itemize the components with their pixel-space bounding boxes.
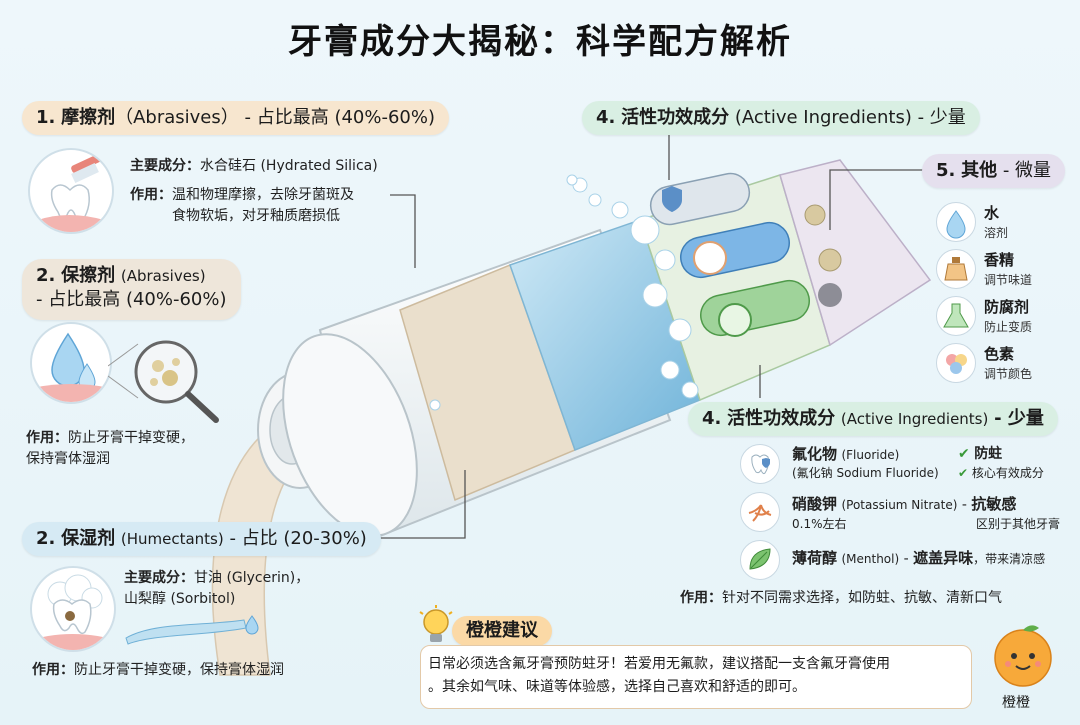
abrasives-label: 1. 摩擦剂（Abrasives） - 占比最高 (40%-60%): [22, 101, 449, 135]
others-item-name: 水: [984, 204, 1000, 222]
fragrance-bottle-icon: [936, 249, 976, 289]
advice-box: [420, 645, 972, 709]
check-icon: ✔: [958, 446, 970, 462]
humectants-main: 主要成分：甘油 (Glycerin)， 山梨醇 (Sorbitol): [124, 570, 310, 607]
nitrate-title: 硝酸钾 (Potassium Nitrate) - 抗敏感: [792, 495, 1017, 513]
abrasives-effect-label: 作用：: [130, 187, 172, 203]
check-core: ✔ 核心有效成分: [958, 466, 1044, 480]
nitrate-note: 区别于其他牙膏: [976, 517, 1061, 531]
check-icon: ✔: [958, 466, 969, 480]
nerve-icon: [740, 492, 780, 532]
foam-tooth-image: [30, 566, 116, 652]
orange-mascot-icon: [994, 625, 1052, 687]
flask-icon: [936, 296, 976, 336]
fluoride-tooth-icon: [740, 444, 780, 484]
gel-ribbon-icon: [125, 615, 259, 645]
moist-effect: 作用：防止牙膏干掉变硬， 保持膏体湿润: [26, 430, 194, 467]
advice-text: 日常必须选含氟牙膏预防蛀牙！若爱用无氟款，建议搭配一支含氟牙膏使用 。其余如气味…: [428, 656, 890, 695]
others-item-desc: 防止变质: [984, 320, 1033, 334]
menthol-title: 薄荷醇 (Menthol) - 遮盖异味，带来清凉感: [792, 549, 1046, 567]
active-detail-label: 4. 活性功效成分 (Active Ingredients) - 少量: [688, 402, 1058, 436]
abrasives-main: 主要成分：水合硅石 (Hydrated Silica): [130, 158, 378, 174]
capsule-nitrate: [680, 221, 790, 279]
magnifier-icon: [108, 340, 219, 423]
others-item-desc: 溶剂: [984, 226, 1009, 240]
capsule-menthol: [700, 279, 810, 337]
mascot-name: 橙橙: [1002, 695, 1030, 711]
nitrate-sub: 0.1%左右: [792, 517, 847, 531]
brushing-tooth-image: [28, 148, 114, 234]
moist-label: 2. 保擦剂 (Abrasives) - 占比最高 (40%-60%): [22, 259, 241, 320]
active-effect: 作用：针对不同需求选择，如防蛀、抗敏、清新口气: [680, 590, 1002, 606]
lightbulb-icon: [419, 605, 453, 642]
others-item-desc: 调节颜色: [984, 367, 1033, 381]
others-item-name: 香精: [984, 251, 1015, 269]
active-top-label: 4. 活性功效成分 (Active Ingredients) - 少量: [582, 101, 980, 135]
advice-title: 橙橙建议: [452, 616, 552, 646]
water-drop-image: [30, 322, 112, 404]
water-drop-icon: [936, 202, 976, 242]
others-item-desc: 调节味道: [984, 273, 1033, 287]
abrasives-effect: 温和物理摩擦，去除牙菌斑及 食物软垢，对牙釉质磨损低: [172, 187, 354, 224]
capsule-fluoride: [649, 172, 751, 226]
fluoride-title: 氟化物 (Fluoride): [792, 445, 900, 463]
humectants-effect: 作用：防止牙膏干掉变硬，保持膏体湿润: [32, 662, 284, 678]
humectants-label: 2. 保湿剂 (Humectants) - 占比 (20-30%): [22, 522, 381, 556]
check-prevent-caries: ✔ 防蛀: [958, 446, 1003, 462]
toothpaste-tube-illustration: [211, 159, 932, 676]
color-dots-icon: [936, 343, 976, 383]
page-title: 牙膏成分大揭秘：科学配方解析: [288, 22, 792, 62]
fluoride-sub: (氟化钠 Sodium Fluoride): [792, 466, 939, 480]
others-label: 5. 其他 - 微量: [922, 154, 1066, 188]
mint-leaf-icon: [740, 540, 780, 580]
others-item-name: 防腐剂: [984, 298, 1030, 316]
others-item-name: 色素: [984, 345, 1015, 363]
